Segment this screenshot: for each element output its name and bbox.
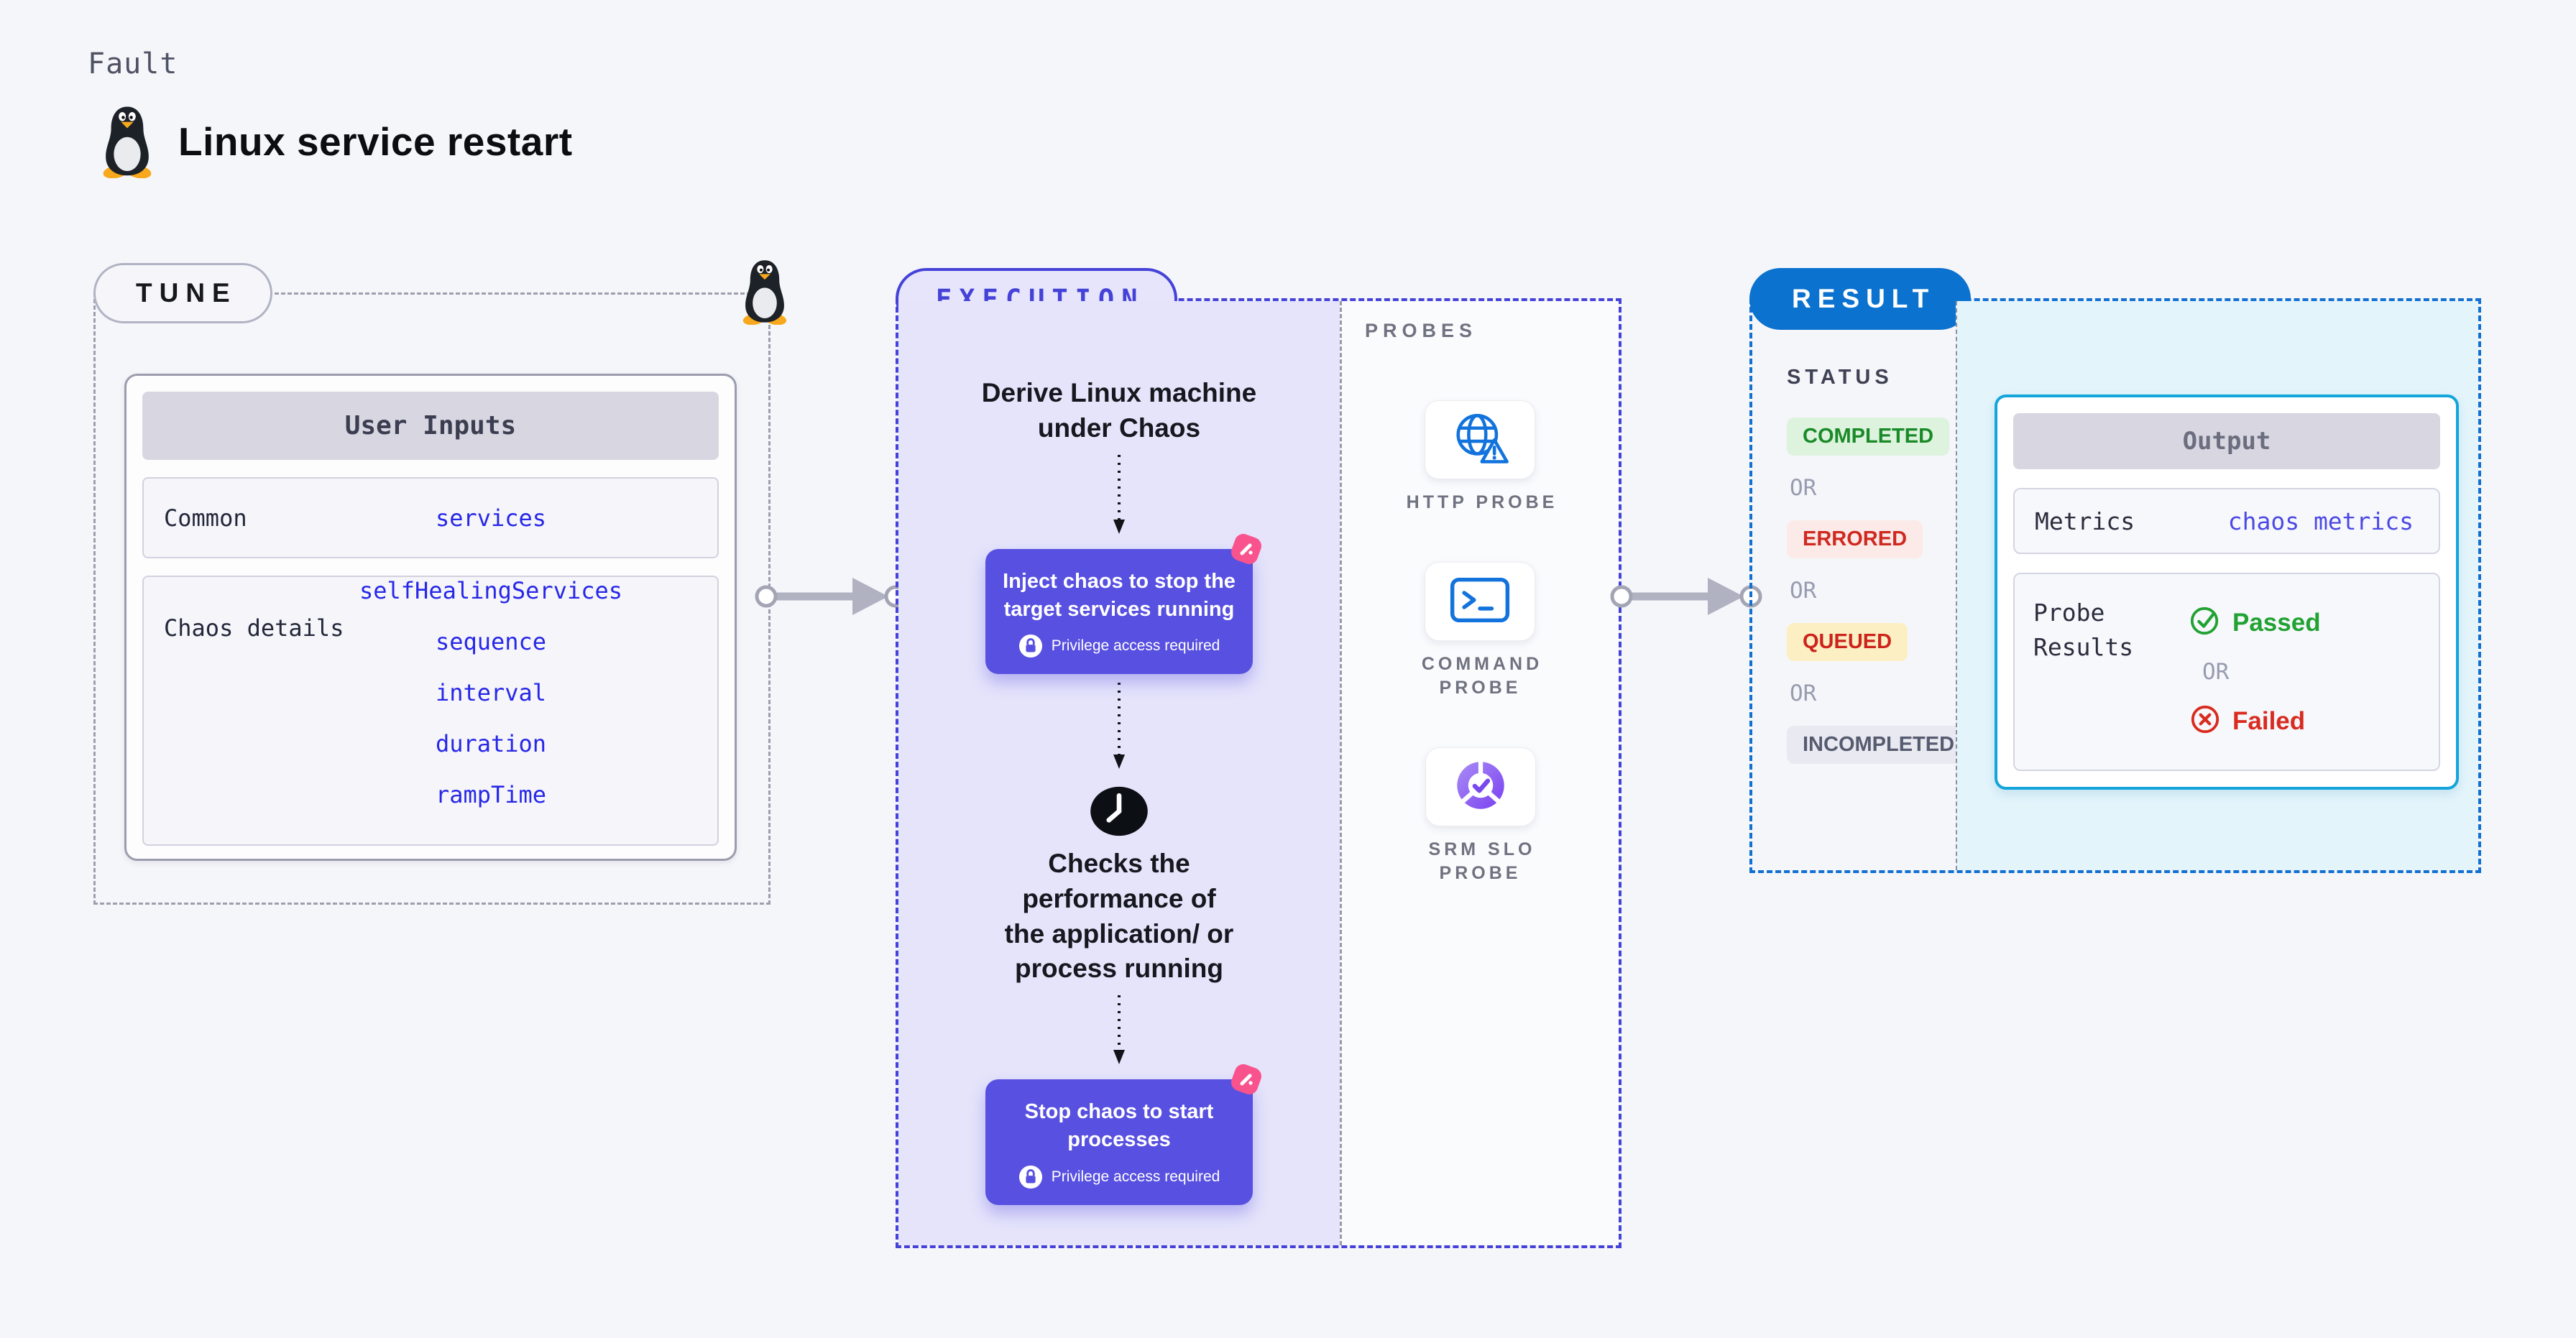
input-value: rampTime xyxy=(435,781,547,808)
output-title: Output xyxy=(2013,413,2440,469)
privilege-note: Privilege access required xyxy=(1051,637,1220,654)
probe-name: SRM SLO PROBE xyxy=(1428,839,1536,883)
metrics-value: chaos metrics xyxy=(2227,507,2414,535)
status-badge-incompleted: INCOMPLETED xyxy=(1787,726,1971,764)
dotted-arrow-down-icon xyxy=(1111,681,1127,777)
input-value: duration xyxy=(435,730,547,757)
clock-icon xyxy=(1089,785,1149,841)
fault-kicker: Fault xyxy=(88,47,178,80)
status-badge-errored: ERRORED xyxy=(1787,520,1923,558)
privilege-note: Privilege access required xyxy=(1051,1168,1220,1185)
user-inputs-row-common: Common services xyxy=(142,477,719,558)
status-column: STATUS COMPLETED OR ERRORED OR QUEUED OR… xyxy=(1752,301,1971,870)
slo-donut-check-icon xyxy=(1452,757,1509,818)
input-value: sequence xyxy=(435,628,547,655)
user-inputs-title: User Inputs xyxy=(142,392,719,460)
chaos-logo-icon xyxy=(1225,1059,1267,1099)
output-card: Output Metrics chaos metrics Probe Resul… xyxy=(1995,395,2459,790)
probe-result-passed: Passed xyxy=(2189,605,2420,640)
step-derive-text: Derive Linux machine under Chaos xyxy=(981,378,1257,443)
execution-flow: Derive Linux machine under Chaos Inject … xyxy=(898,301,1340,1245)
dotted-arrow-down-icon xyxy=(1111,453,1127,542)
inject-chaos-card: Inject chaos to stop the target services… xyxy=(985,533,1261,674)
row-label: Common xyxy=(164,504,247,532)
output-row-probe-results: Probe Results Passed OR xyxy=(2013,573,2440,771)
status-badge-completed: COMPLETED xyxy=(1787,417,1950,456)
inject-chaos-title: Inject chaos to stop the target services… xyxy=(1003,569,1236,621)
or-separator: OR xyxy=(1790,680,1817,706)
input-value: selfHealingServices xyxy=(359,577,623,604)
probe-item-srm-slo: SRM SLO PROBE xyxy=(1425,747,1536,885)
tune-section: TUNE User Inputs Common services xyxy=(93,260,787,905)
probe-result-failed: Failed xyxy=(2189,703,2420,739)
privilege-row: Privilege access required xyxy=(1001,634,1237,658)
privilege-row: Privilege access required xyxy=(1001,1165,1237,1189)
result-output-area: Output Metrics chaos metrics Probe Resul… xyxy=(1956,301,2478,870)
probe-item-http: HTTP PROBE xyxy=(1403,400,1558,515)
chaos-logo-icon xyxy=(1225,529,1267,569)
probe-card xyxy=(1425,747,1536,826)
result-section-label: RESULT xyxy=(1749,268,1972,330)
dotted-arrow-down-icon xyxy=(1111,994,1127,1072)
metrics-label: Metrics xyxy=(2035,507,2135,535)
status-badge-queued: QUEUED xyxy=(1787,623,1908,661)
failed-text: Failed xyxy=(2232,706,2306,735)
tux-penguin-icon xyxy=(738,259,791,326)
globe-alert-icon xyxy=(1448,410,1512,470)
lock-icon xyxy=(1018,634,1043,658)
page-title: Linux service restart xyxy=(178,119,573,164)
probes-panel: PROBES xyxy=(1340,301,1619,1245)
or-separator: OR xyxy=(2202,659,2230,685)
probe-card xyxy=(1425,400,1536,479)
passed-text: Passed xyxy=(2232,608,2321,637)
probe-card xyxy=(1425,562,1536,641)
input-value: interval xyxy=(435,679,547,706)
probe-results-values: Passed OR Failed xyxy=(2174,591,2420,752)
output-row-metrics: Metrics chaos metrics xyxy=(2013,488,2440,554)
step-checks-text: Checks the performance of the applicatio… xyxy=(1004,848,1234,984)
probe-item-command: COMMAND PROBE xyxy=(1418,562,1542,700)
row-label: Chaos details xyxy=(164,614,344,642)
input-value: services xyxy=(435,504,547,532)
stop-chaos-title: Stop chaos to start processes xyxy=(1024,1100,1214,1152)
or-separator: OR xyxy=(1790,475,1817,501)
probe-name: COMMAND PROBE xyxy=(1421,654,1543,698)
probe-name: HTTP PROBE xyxy=(1406,492,1558,512)
check-circle-icon xyxy=(2189,605,2221,640)
execution-section: EXECUTION Derive Linux machine under Cha… xyxy=(896,268,1622,1248)
tune-to-execution-arrow-icon xyxy=(755,578,907,615)
stop-chaos-card: Stop chaos to start processes Privilege … xyxy=(985,1064,1261,1205)
terminal-icon xyxy=(1450,576,1510,627)
user-inputs-row-chaos-details: Chaos details selfHealingServices sequen… xyxy=(142,576,719,846)
probe-results-label: Probe Results xyxy=(2033,599,2134,661)
result-section: RESULT STATUS COMPLETED OR ERRORED OR QU… xyxy=(1749,268,2481,873)
or-separator: OR xyxy=(1790,578,1817,604)
tune-section-label: TUNE xyxy=(93,263,272,323)
status-column-label: STATUS xyxy=(1787,366,1893,389)
execution-to-result-arrow-icon xyxy=(1610,578,1762,615)
probes-panel-label: PROBES xyxy=(1365,320,1478,341)
user-inputs-card: User Inputs Common services Chaos detail… xyxy=(124,374,737,861)
title-row: Linux service restart xyxy=(98,105,573,179)
lock-icon xyxy=(1018,1165,1043,1189)
probe-list: HTTP PROBE COMMAND PROBE xyxy=(1342,301,1619,1245)
tux-penguin-icon xyxy=(98,105,157,179)
x-circle-icon xyxy=(2189,703,2221,739)
